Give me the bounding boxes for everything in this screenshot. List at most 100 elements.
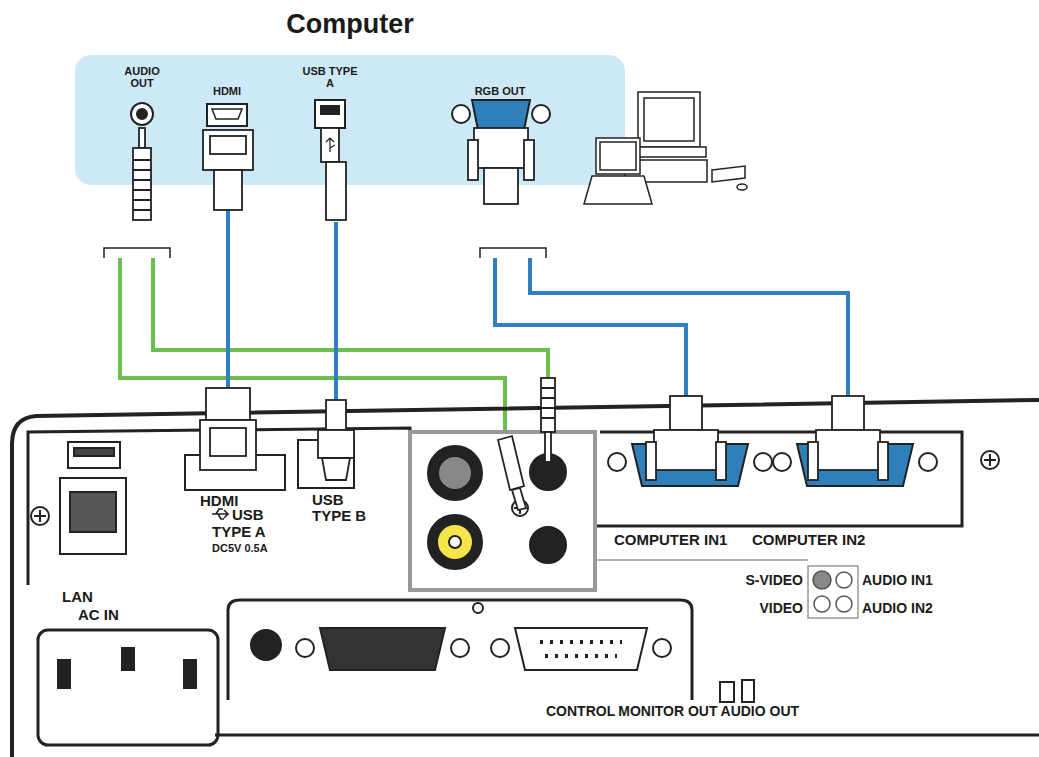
connector-label: LAN — [62, 589, 93, 605]
projector-plugs — [670, 396, 702, 430]
projector-ports — [438, 456, 472, 490]
computer-ports — [131, 100, 550, 130]
projector-plugs — [646, 442, 656, 480]
projector-plugs — [541, 378, 555, 432]
video-cable — [495, 258, 686, 398]
computer-plugs — [321, 128, 339, 162]
video-cable — [226, 205, 230, 392]
projector-ports — [530, 527, 566, 563]
usb-symbol — [212, 509, 228, 519]
projector-ports — [74, 448, 114, 456]
device-heading: Computer — [75, 9, 625, 40]
projector-ports — [34, 510, 46, 522]
computer-plugs — [139, 128, 145, 148]
projector-ports — [981, 451, 999, 469]
connector-label: VIDEO — [759, 601, 803, 616]
computer-plugs — [468, 140, 478, 180]
projector-plugs — [210, 428, 246, 456]
computer-ports — [131, 103, 153, 125]
projector-ports — [437, 524, 473, 560]
connector-label: COMPUTER IN2 — [752, 532, 865, 548]
computer-icon — [584, 92, 747, 204]
connector-label: USB — [232, 507, 264, 523]
projector-panels — [410, 432, 595, 590]
projector-plugs — [206, 388, 250, 420]
projector-housing — [12, 400, 1039, 757]
computer-plugs — [474, 128, 528, 168]
usb-symbol — [212, 509, 228, 519]
connector-label: AUDIO OUT — [721, 704, 800, 719]
computer-plugs — [133, 148, 151, 220]
projector-ports — [31, 507, 49, 525]
video-cable — [530, 258, 848, 398]
projector-ports — [428, 515, 482, 569]
projector-ports — [68, 442, 120, 468]
av-port-inset — [808, 566, 858, 618]
connector-label: COMPUTER IN1 — [614, 532, 727, 548]
projector-plugs — [816, 430, 880, 470]
projector-plugs — [545, 432, 551, 462]
projector-ports — [653, 639, 671, 657]
computer-icon — [600, 142, 636, 170]
computer-plugs — [484, 168, 518, 204]
projector-ports — [754, 453, 772, 471]
projector-housing — [215, 734, 1039, 737]
projector-ports — [184, 660, 196, 688]
projector-ports — [919, 453, 937, 471]
projector-ports — [58, 660, 70, 688]
computer-icon — [584, 176, 652, 204]
projector-ports — [473, 603, 483, 613]
projector-plugs — [200, 378, 888, 510]
projector-plugs — [832, 396, 864, 430]
connector-label: AUDIO IN1 — [862, 573, 933, 588]
computer-icon — [638, 92, 700, 147]
cable-bracket — [104, 248, 546, 258]
cable-bracket — [480, 248, 546, 258]
computer-plugs — [133, 160, 151, 210]
port-label: RGB OUT — [460, 86, 540, 98]
computer-plugs — [326, 162, 346, 220]
projector-plugs — [498, 436, 524, 490]
projector-plugs — [808, 442, 818, 480]
connector-label: S-VIDEO — [745, 573, 803, 588]
projector-plugs — [512, 488, 526, 510]
connector-label: DC5V 0.5A — [212, 543, 268, 555]
connector-label: AUDIO IN2 — [862, 601, 933, 616]
projector-ports — [608, 453, 626, 471]
projector-panels — [38, 630, 218, 745]
computer-ports — [315, 100, 345, 128]
projector-ports — [491, 639, 509, 657]
computer-plugs — [326, 138, 335, 152]
computer-icon — [737, 184, 747, 190]
computer-plugs — [203, 130, 253, 170]
projector-plugs — [318, 430, 354, 458]
projector-ports — [720, 682, 734, 702]
connector-label: TYPE A — [212, 524, 266, 540]
projector-ports — [742, 680, 754, 702]
cable-bracket — [104, 248, 170, 258]
computer-panel — [75, 55, 625, 185]
projector-plugs — [322, 458, 350, 480]
video-cable — [228, 205, 848, 402]
computer-icon — [644, 98, 694, 141]
computer-plugs — [214, 170, 242, 210]
connector-label: MONITOR OUT — [618, 704, 717, 719]
projector-ports — [428, 446, 482, 500]
computer-ports — [452, 105, 470, 123]
computer-ports — [137, 109, 147, 119]
projector-plugs — [878, 442, 888, 480]
computer-plugs — [524, 140, 534, 180]
computer-ports — [212, 109, 242, 119]
audio-cable — [153, 258, 548, 378]
computer-plugs — [133, 128, 534, 220]
projector-ports — [449, 536, 461, 548]
projector-ports — [515, 628, 647, 670]
projector-plugs — [326, 400, 346, 430]
computer-ports — [321, 106, 339, 114]
computer-icon — [712, 166, 745, 182]
projector-housing — [12, 400, 1039, 757]
computer-panel — [75, 55, 625, 185]
projector-plugs — [716, 442, 726, 480]
